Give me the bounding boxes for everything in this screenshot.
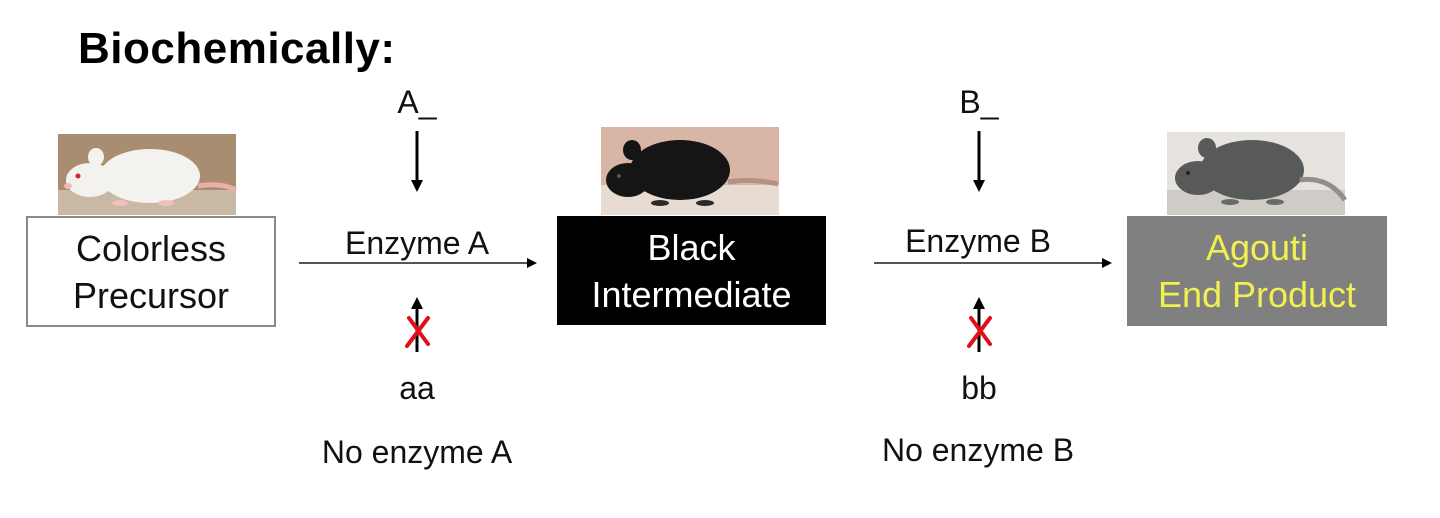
enzyme-b-label: Enzyme B <box>905 223 1051 259</box>
white-mouse-photo <box>58 134 238 215</box>
page-title: Biochemically: <box>78 24 396 73</box>
colorless-precursor-box: Colorless Precursor <box>26 216 276 327</box>
agouti-line1: Agouti <box>1205 227 1309 268</box>
colorless-line2: Precursor <box>72 274 230 316</box>
blocked-arrow-b <box>967 297 992 352</box>
mutant-a-label: aa <box>399 370 435 406</box>
black-intermediate-box: Black Intermediate <box>557 216 826 325</box>
colorless-line1: Colorless <box>75 227 227 269</box>
black-line2: Intermediate <box>591 273 792 315</box>
mutant-b-label: bb <box>961 370 997 406</box>
agouti-end-product-box: Agouti End Product <box>1127 216 1387 326</box>
black-mouse-photo <box>601 127 779 215</box>
no-enzyme-b-label: No enzyme B <box>881 432 1075 468</box>
black-line1: Black <box>647 226 736 268</box>
enzyme-a-label: Enzyme A <box>344 225 490 261</box>
allele-a-label: A_ <box>397 84 437 120</box>
allele-b-label: B_ <box>959 84 999 120</box>
blocked-arrow-a <box>405 297 430 352</box>
agouti-mouse-photo <box>1167 132 1348 215</box>
agouti-line2: End Product <box>1157 274 1357 315</box>
no-enzyme-a-label: No enzyme A <box>321 434 513 470</box>
